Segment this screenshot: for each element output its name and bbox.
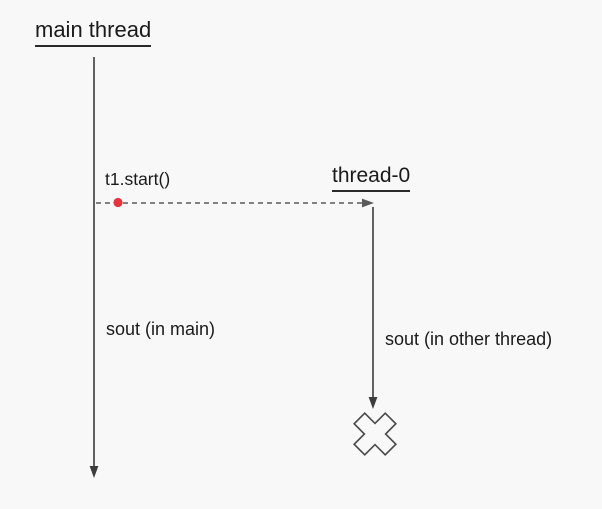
thread-death-cross-icon: [353, 412, 397, 456]
sout-in-main-label: sout (in main): [106, 319, 216, 339]
main-thread-arrowhead-icon: [89, 466, 99, 478]
t1-start-call-label: t1.start(): [105, 169, 171, 189]
thread0-arrowhead-icon: [368, 397, 378, 409]
main-thread-label: main thread: [35, 17, 152, 48]
start-event-red-dot-icon: [113, 197, 123, 208]
start-message-arrowhead-icon: [362, 198, 374, 208]
thread0-label: thread-0: [332, 163, 411, 193]
sout-in-other-thread-label: sout (in other thread): [385, 329, 553, 349]
